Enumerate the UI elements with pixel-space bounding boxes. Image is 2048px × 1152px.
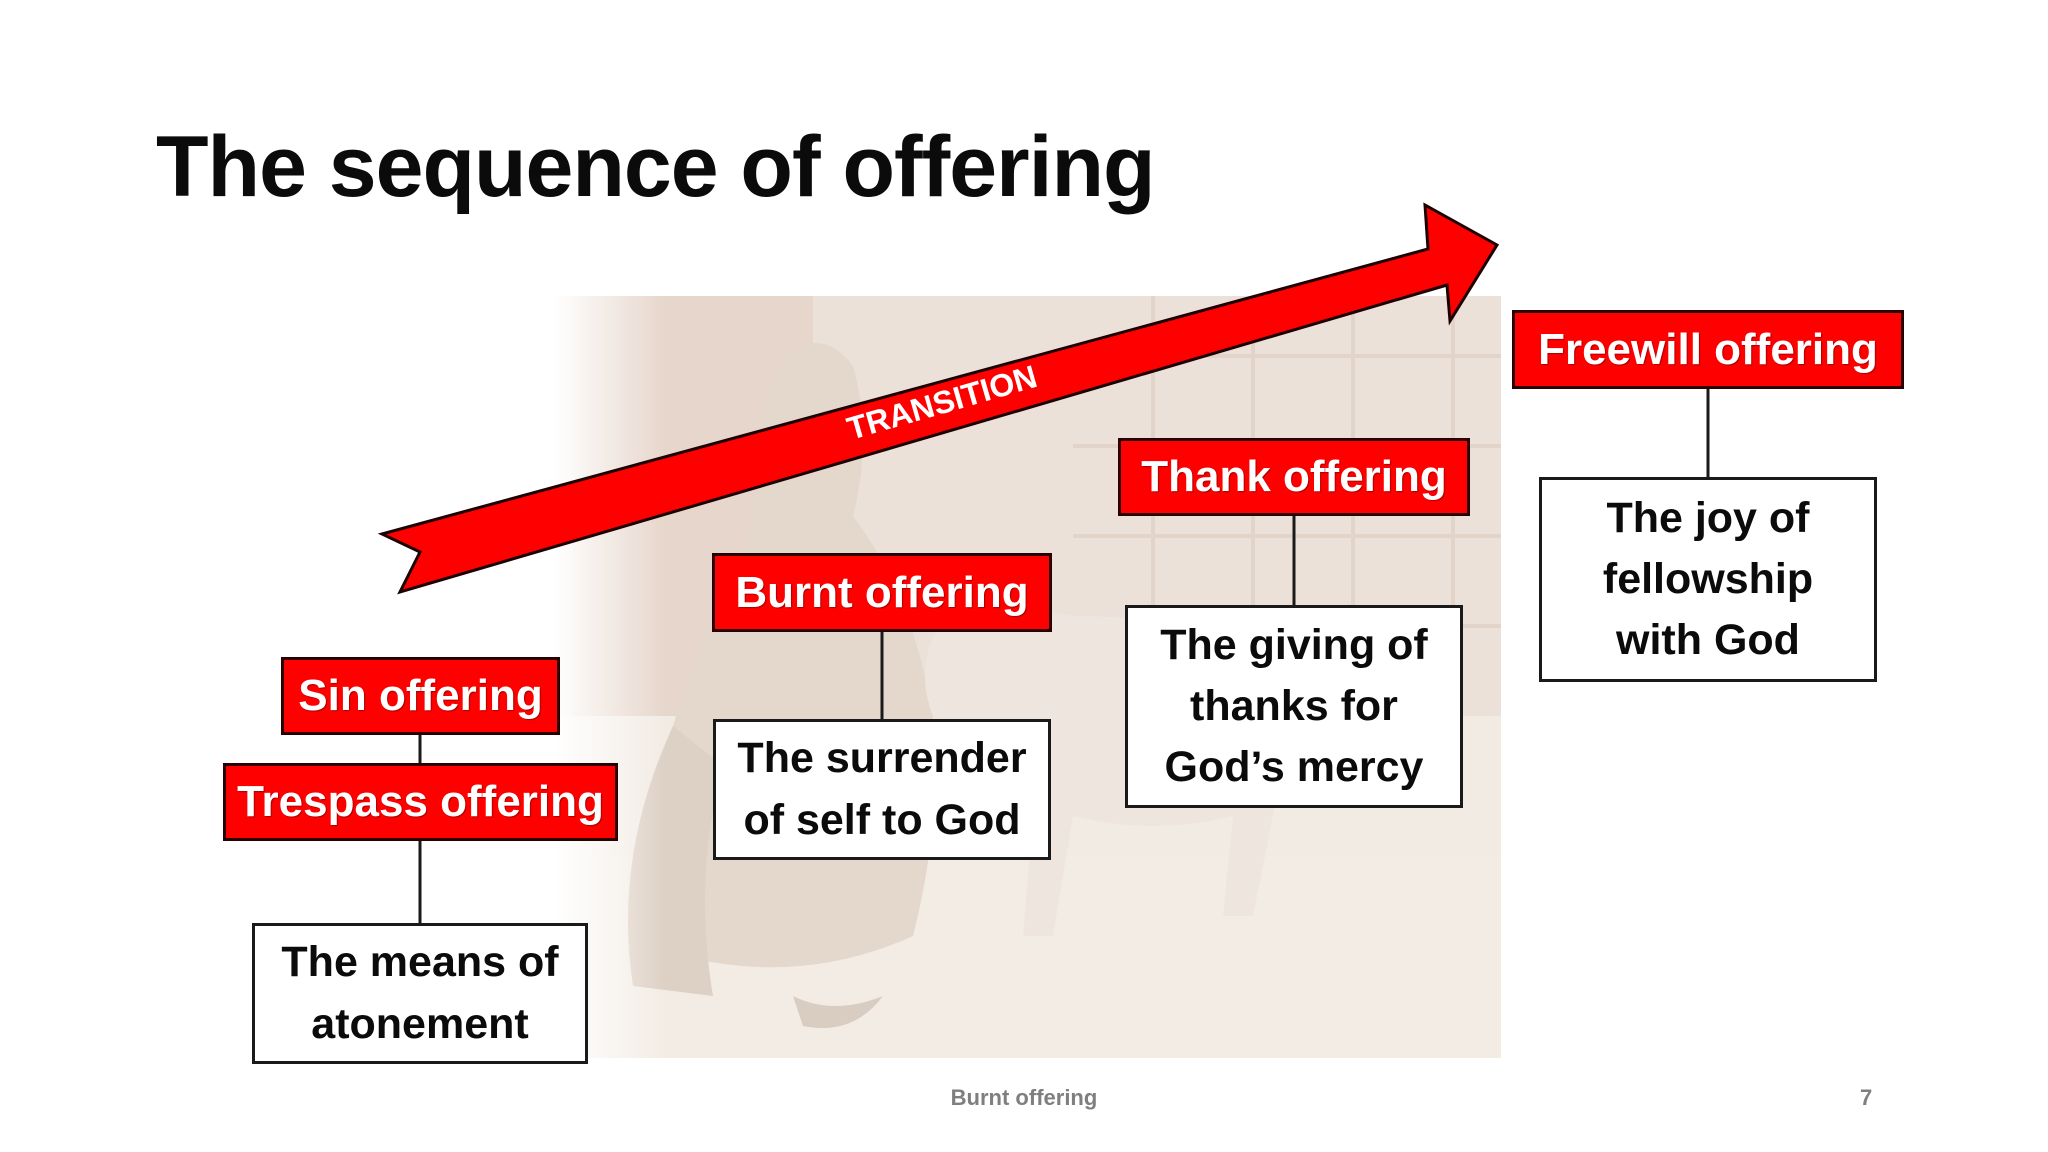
sin-offering-label: Sin offering [281, 657, 560, 735]
burnt-offering-label: Burnt offering [712, 553, 1052, 632]
freewill-offering-label: Freewill offering [1512, 310, 1904, 389]
fellowship-description-box: The joy of fellowship with God [1539, 477, 1877, 682]
page-number: 7 [1860, 1085, 1873, 1110]
thanks-description-box: The giving of thanks for God’s mercy [1125, 605, 1463, 808]
thank-offering-label: Thank offering [1118, 438, 1470, 516]
surrender-description-box: The surrender of self to God [713, 719, 1051, 860]
atonement-description-box: The means of atonement [252, 923, 588, 1064]
transition-arrow-shape [377, 202, 1500, 595]
slide-footer: Burnt offering [950, 1085, 1098, 1110]
slide-title: The sequence of offering [156, 119, 1156, 215]
trespass-offering-label: Trespass offering [223, 763, 618, 841]
